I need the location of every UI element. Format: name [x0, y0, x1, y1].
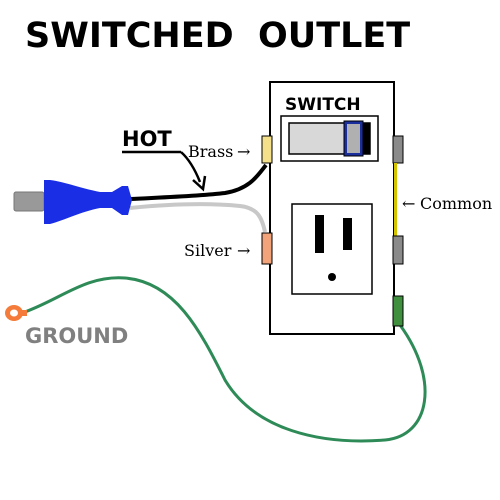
ground-label: GROUND	[25, 324, 128, 348]
silver-label: Silver	[184, 241, 232, 260]
brass-label: Brass	[188, 142, 233, 161]
hot-pointer-line	[180, 151, 202, 183]
common-strap	[394, 163, 397, 236]
diagram-title: SWITCHED OUTLET	[25, 16, 410, 56]
toggle-switch-icon[interactable]	[280, 115, 379, 162]
hot-wire	[129, 163, 268, 201]
neutral-wire	[129, 202, 267, 233]
silver-screw-terminal	[261, 232, 273, 265]
plug-icon	[13, 180, 132, 224]
ring-terminal-icon	[5, 305, 27, 321]
brass-arrow: →	[237, 142, 250, 161]
hot-label: HOT	[122, 127, 172, 151]
brass-screw-terminal	[261, 135, 273, 164]
common-label: Common	[420, 194, 492, 213]
hot-pointer-arrowhead	[192, 175, 207, 192]
common-arrow: ←	[402, 194, 415, 213]
common-terminal-top	[392, 135, 404, 164]
common-terminal-bottom	[392, 235, 404, 265]
ground-wire	[21, 276, 427, 443]
switch-label: SWITCH	[285, 95, 361, 115]
outlet-receptacle-icon[interactable]	[291, 203, 373, 295]
ground-screw-terminal	[392, 295, 404, 327]
silver-arrow: →	[237, 241, 250, 260]
